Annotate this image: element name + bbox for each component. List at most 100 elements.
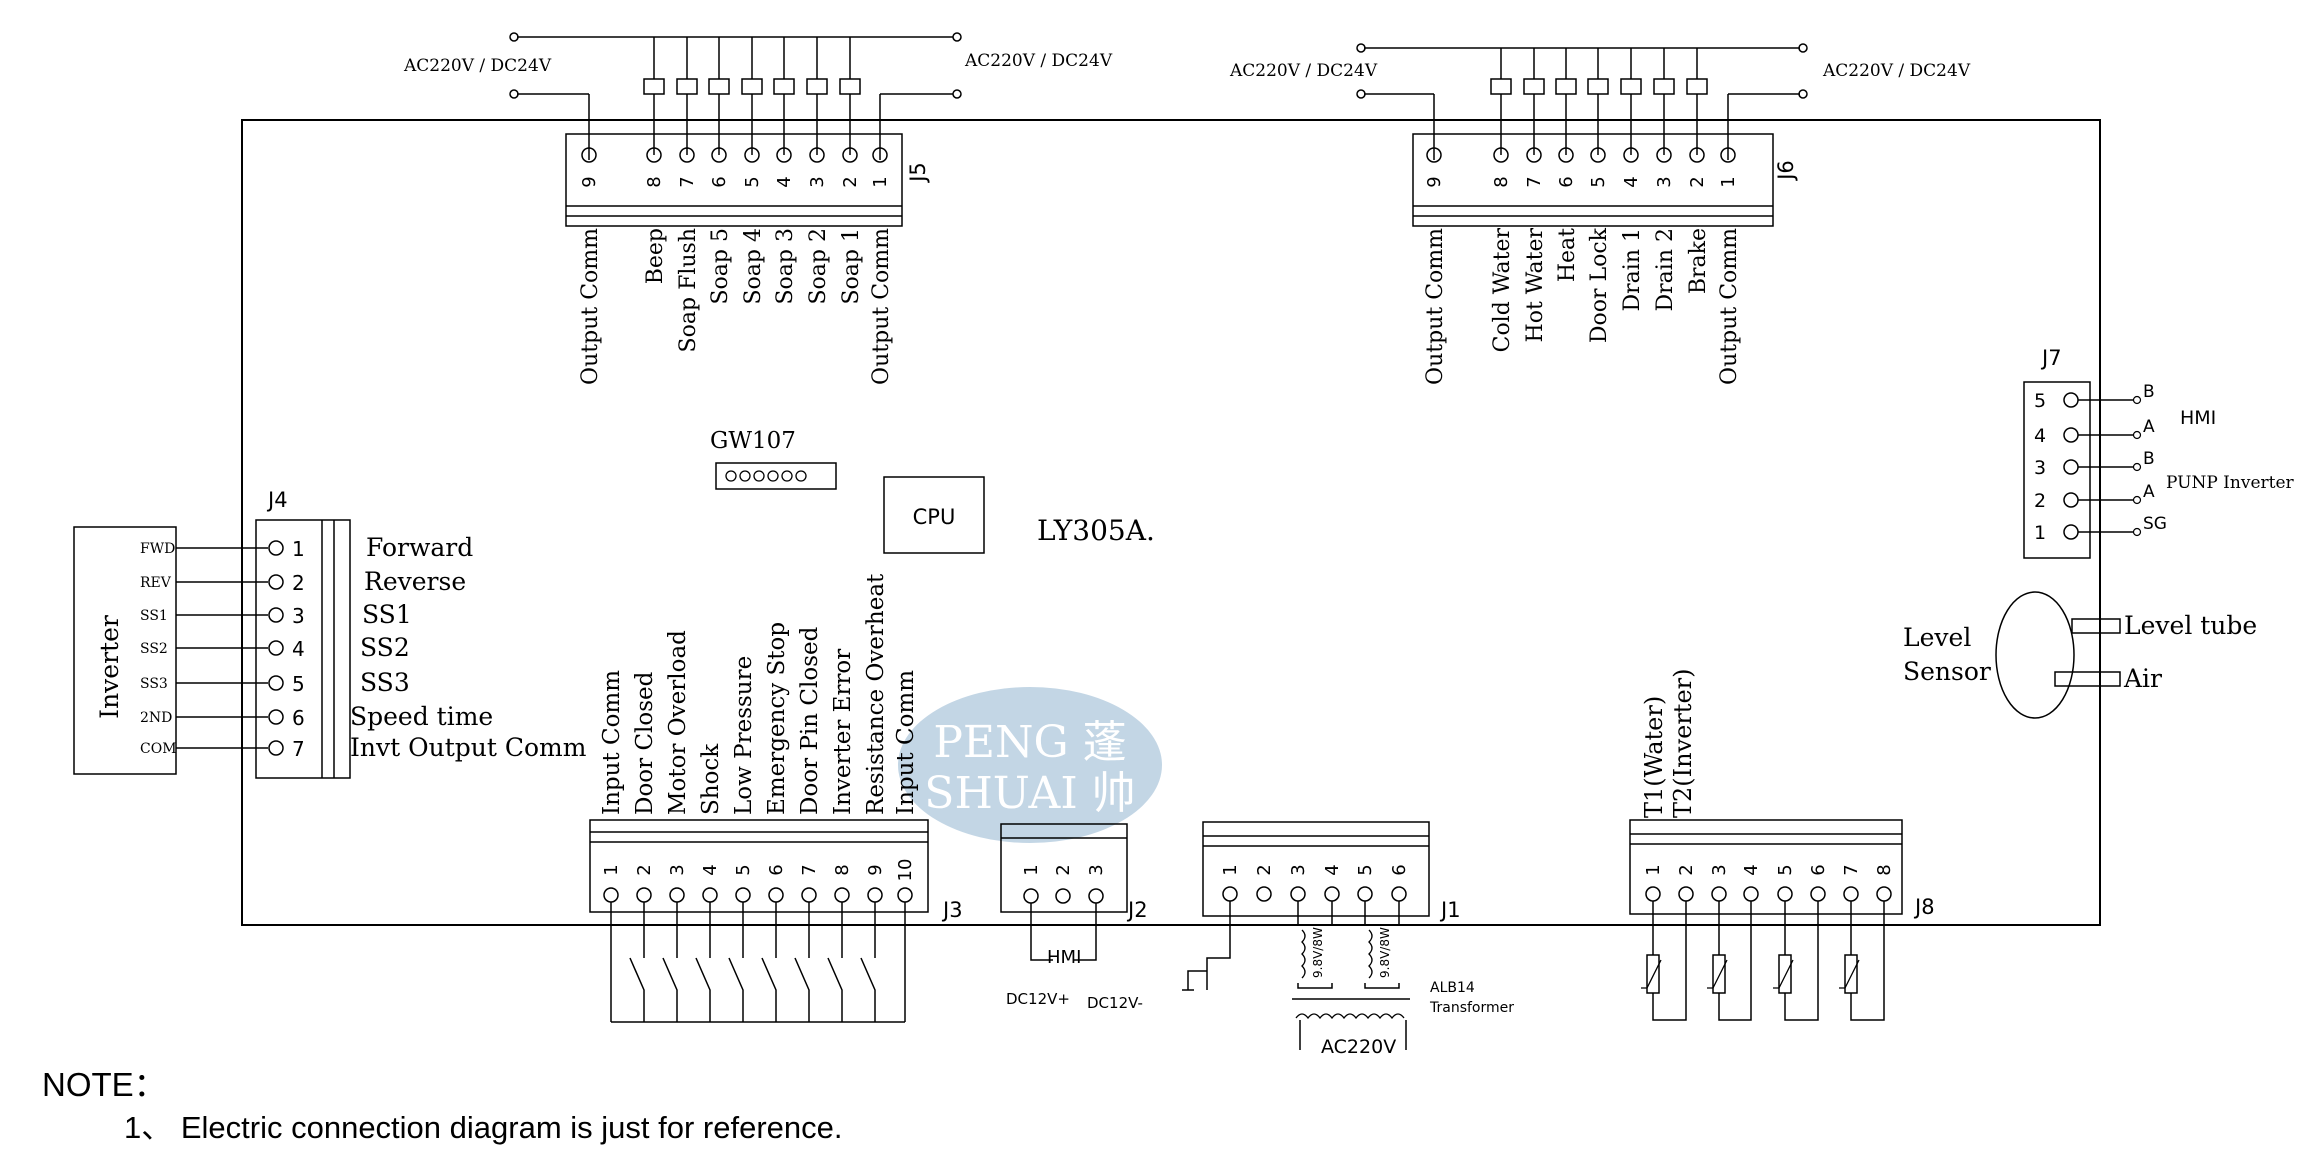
j5-relay-6 <box>839 78 861 95</box>
level-air: Air <box>2123 664 2162 693</box>
j3-pin-9: 9 <box>865 864 886 875</box>
j2-pin-hole-1 <box>1023 888 1039 904</box>
j7-signal-0: B <box>2143 382 2155 402</box>
j8-pin-2: 2 <box>1676 864 1697 875</box>
cpu-label: CPU <box>913 505 956 529</box>
j3-label-3: Shock <box>698 743 724 815</box>
j8-pin-hole-4 <box>1743 886 1759 902</box>
j8-thermistor-mark-2 <box>1773 959 1794 989</box>
j4-pin-hole-6 <box>268 709 284 725</box>
j3-pin-1: 1 <box>601 864 622 875</box>
j6-label-2: Hot Water <box>1523 228 1548 343</box>
j4-pin-1: 1 <box>292 537 305 561</box>
j6-relay-1 <box>1523 78 1545 95</box>
j7-signal-4: SG <box>2143 514 2167 534</box>
j4-label-0: Forward <box>366 533 473 562</box>
j1-primary: AC220V <box>1321 1036 1396 1058</box>
j3-label-0: Input Comm <box>599 670 625 815</box>
j5-label-0: Output Comm <box>578 228 603 385</box>
j6-wiring <box>1356 43 1808 160</box>
j8-pin-4: 4 <box>1741 864 1762 875</box>
j6-label-8: Output Comm <box>1717 228 1742 385</box>
board-model: LY305A. <box>1037 514 1155 547</box>
inverter-box: Inverter <box>73 526 177 775</box>
j5-pin-6: 6 <box>709 176 730 187</box>
j6-pin-5: 5 <box>1588 176 1609 187</box>
j3-switch-5 <box>761 902 777 1022</box>
j7-term-3 <box>2132 462 2142 472</box>
j5-pin-2: 2 <box>840 176 861 187</box>
j2-name: J2 <box>1126 898 1148 922</box>
j6-label-4: Door Lock <box>1587 227 1612 343</box>
j2-pin-hole-3 <box>1088 888 1104 904</box>
j5-relay-0 <box>643 78 665 95</box>
j7-hmi: HMI <box>2180 407 2216 429</box>
j3-label-8: Resistance Overheat <box>863 573 889 815</box>
j1-transformer-word: Transformer <box>1429 1000 1514 1016</box>
j6-supply-left: AC220V / DC24V <box>1229 61 1378 81</box>
note-title: NOTE： <box>42 1066 167 1103</box>
j4-pin-hole-3 <box>268 607 284 623</box>
j5-label-6: Soap 2 <box>806 228 831 305</box>
j3-pin-10: 10 <box>895 859 916 882</box>
j8-t2: T2(Inverter) <box>1669 669 1697 819</box>
j8-sensor-wire-2 <box>1784 901 1819 1021</box>
j6-name: J6 <box>1774 160 1798 182</box>
j8-thermistor-1 <box>1712 954 1726 994</box>
j7-term-5 <box>2132 395 2142 405</box>
j5-label-5: Soap 3 <box>773 228 798 305</box>
j7-name: J7 <box>2040 346 2062 370</box>
j4-pin-hole-7 <box>268 740 284 756</box>
j5-supply-right: AC220V / DC24V <box>964 51 1113 71</box>
j4-name: J4 <box>266 488 288 512</box>
j1-pin-1: 1 <box>1220 864 1241 875</box>
j5-label-7: Soap 1 <box>839 228 864 305</box>
j3-switch-3 <box>695 902 711 1022</box>
j5-pin-1: 1 <box>870 176 891 187</box>
j3-label-9: Input Comm <box>893 670 919 815</box>
j3-label-1: Door Closed <box>632 671 658 815</box>
j1-pin-hole-2 <box>1256 886 1272 902</box>
j3-pin-hole-7 <box>801 887 817 903</box>
j5-supply-left: AC220V / DC24V <box>403 56 552 76</box>
j2-pin-3: 3 <box>1086 864 1107 875</box>
watermark-line1: PENG 蓬 <box>933 717 1126 768</box>
j5-relay-4 <box>773 78 795 95</box>
j3-pin-2: 2 <box>634 864 655 875</box>
j1-coil2: 9.8V/8W <box>1378 927 1392 978</box>
j1-pin-hole-5 <box>1357 886 1373 902</box>
j3-pin-6: 6 <box>766 864 787 875</box>
j3-pin-hole-2 <box>636 887 652 903</box>
j6-pin-1: 1 <box>1718 176 1739 187</box>
j5-pin-7: 7 <box>677 176 698 187</box>
j8-name: J8 <box>1913 895 1935 919</box>
j8-pin-hole-1 <box>1645 886 1661 902</box>
j8-pin-6: 6 <box>1808 864 1829 875</box>
j5-label-4: Soap 4 <box>741 228 766 305</box>
j3-pin-5: 5 <box>733 864 754 875</box>
j8-thermistor-mark-0 <box>1641 959 1662 989</box>
j3-pin-hole-6 <box>768 887 784 903</box>
j7-pin-2: 2 <box>2034 490 2046 512</box>
j5-label-2: Soap Flush <box>676 228 701 352</box>
j7-pin-5: 5 <box>2034 390 2046 412</box>
j5-pin-8: 8 <box>644 176 665 187</box>
j4-pin-3: 3 <box>292 604 305 628</box>
j3-pin-hole-1 <box>603 887 619 903</box>
j4-inverter-term-2: SS1 <box>140 608 168 624</box>
j5-label-8: Output Comm <box>869 228 894 385</box>
j3-name: J3 <box>941 898 963 922</box>
j3-pin-7: 7 <box>799 864 820 875</box>
j6-pin-2: 2 <box>1687 176 1708 187</box>
level-tube: Level tube <box>2124 611 2257 640</box>
j7-pin-hole-5 <box>2063 392 2079 408</box>
j5-label-1: Beep <box>643 228 668 284</box>
j5-pin-9: 9 <box>579 176 600 187</box>
j6-supply-right: AC220V / DC24V <box>1822 61 1971 81</box>
j3-pin-hole-3 <box>669 887 685 903</box>
j7-signal-2: B <box>2143 449 2155 469</box>
j3-pin-hole-5 <box>735 887 751 903</box>
